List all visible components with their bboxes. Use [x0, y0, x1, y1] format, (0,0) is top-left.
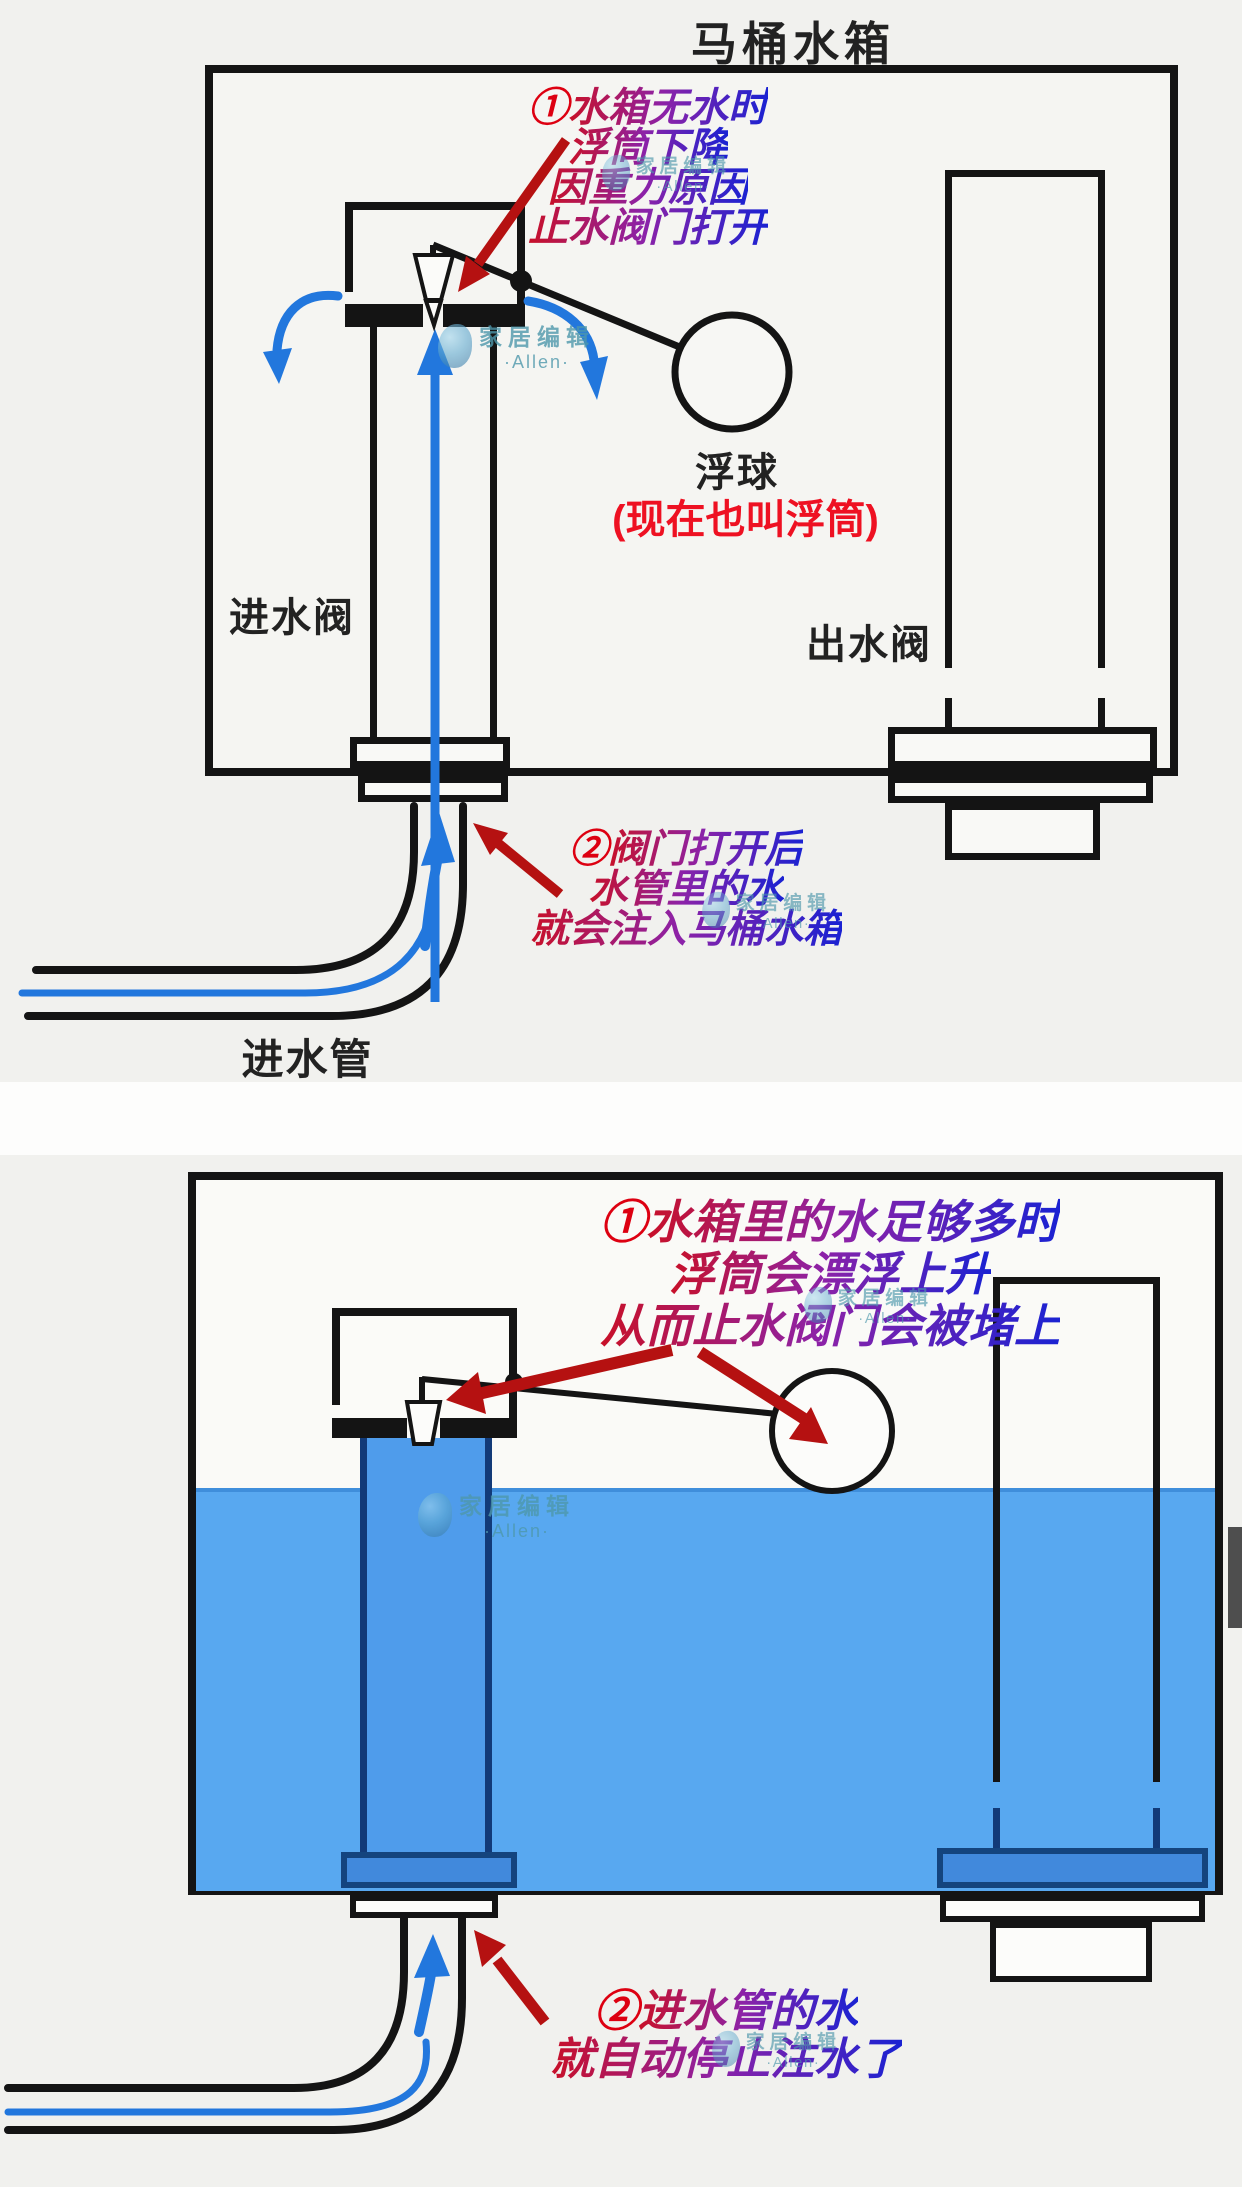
inlet-flange-upper: [350, 737, 510, 768]
right-edge-tab: [1228, 1527, 1242, 1628]
annotation-valve-open: ②阀门打开后 水管里的水 就会注入马桶水箱: [529, 828, 842, 951]
outlet-flange-lower: [888, 776, 1153, 803]
riser-right-wall: [485, 1438, 492, 1852]
water-flow-arrow-stopped: [414, 1934, 450, 2037]
panel1-drawing: [18, 137, 793, 1020]
float-lever-full: [419, 1376, 779, 1417]
inlet-flange-submerged: [341, 1852, 517, 1888]
tank-title: 马桶水箱: [691, 18, 895, 70]
float-ball-full: [769, 1368, 895, 1494]
annotation-flow-stopped: ②进水管的水 就自动停止注水了: [550, 1987, 902, 2084]
annotation1-arrow: [458, 137, 571, 292]
annotation1-arrow-to-valve: [446, 1344, 674, 1414]
annotation1-arrow-to-float: [696, 1346, 828, 1444]
panel-empty-tank: 马桶水箱: [0, 0, 1242, 1083]
inlet-flange-below: [350, 1895, 498, 1918]
outlet-flange-upper: [888, 727, 1157, 768]
riser-left-wall: [360, 1438, 367, 1852]
outlet-flange-submerged: [937, 1848, 1208, 1888]
splash-arrow-left: [263, 290, 343, 384]
stopper-valve-open: [412, 253, 456, 332]
annotation2-arrow-full: [474, 1930, 550, 2026]
inlet-valve-label: 进水阀: [229, 596, 355, 640]
inlet-riser-left-wall: [370, 327, 377, 739]
panel2-drawing: [4, 1344, 895, 2134]
panel-full-tank: ①水箱里的水足够多时 浮筒会漂浮上升 从而止水阀门会被堵上 ②进水管的水 就自动…: [0, 1155, 1242, 2187]
annotation-no-water: ①水箱无水时 浮筒下降 因重力原因 止水阀门打开: [528, 86, 768, 250]
outlet-valve-label: 出水阀: [806, 623, 932, 667]
annotation-water-full: ①水箱里的水足够多时 浮筒会漂浮上升 从而止水阀门会被堵上: [600, 1196, 1060, 1352]
float-ball: [671, 311, 793, 433]
splash-arrow-right: [523, 296, 608, 400]
outlet-flange-below: [940, 1895, 1205, 1922]
inlet-riser-right-wall: [490, 327, 497, 739]
supply-pipe-full: [4, 1914, 466, 2134]
float-ball-label: 浮球: [695, 451, 779, 495]
outlet-foot-full: [990, 1922, 1152, 1982]
float-ball-alt-label: (现在也叫浮筒): [612, 498, 879, 542]
stopper-valve-closed: [404, 1400, 443, 1446]
inlet-pipe-label: 进水管: [241, 1036, 374, 1083]
panel-divider: [0, 1082, 1242, 1155]
supply-pipe: [24, 802, 467, 1020]
tank-body: [205, 65, 1178, 776]
water-flow-arrow-up: [417, 329, 453, 1002]
outlet-foot: [945, 803, 1100, 860]
supply-water-line-full: [4, 2038, 431, 2116]
lever-pivot-dot: [510, 270, 532, 292]
annotation2-arrow: [473, 823, 564, 898]
